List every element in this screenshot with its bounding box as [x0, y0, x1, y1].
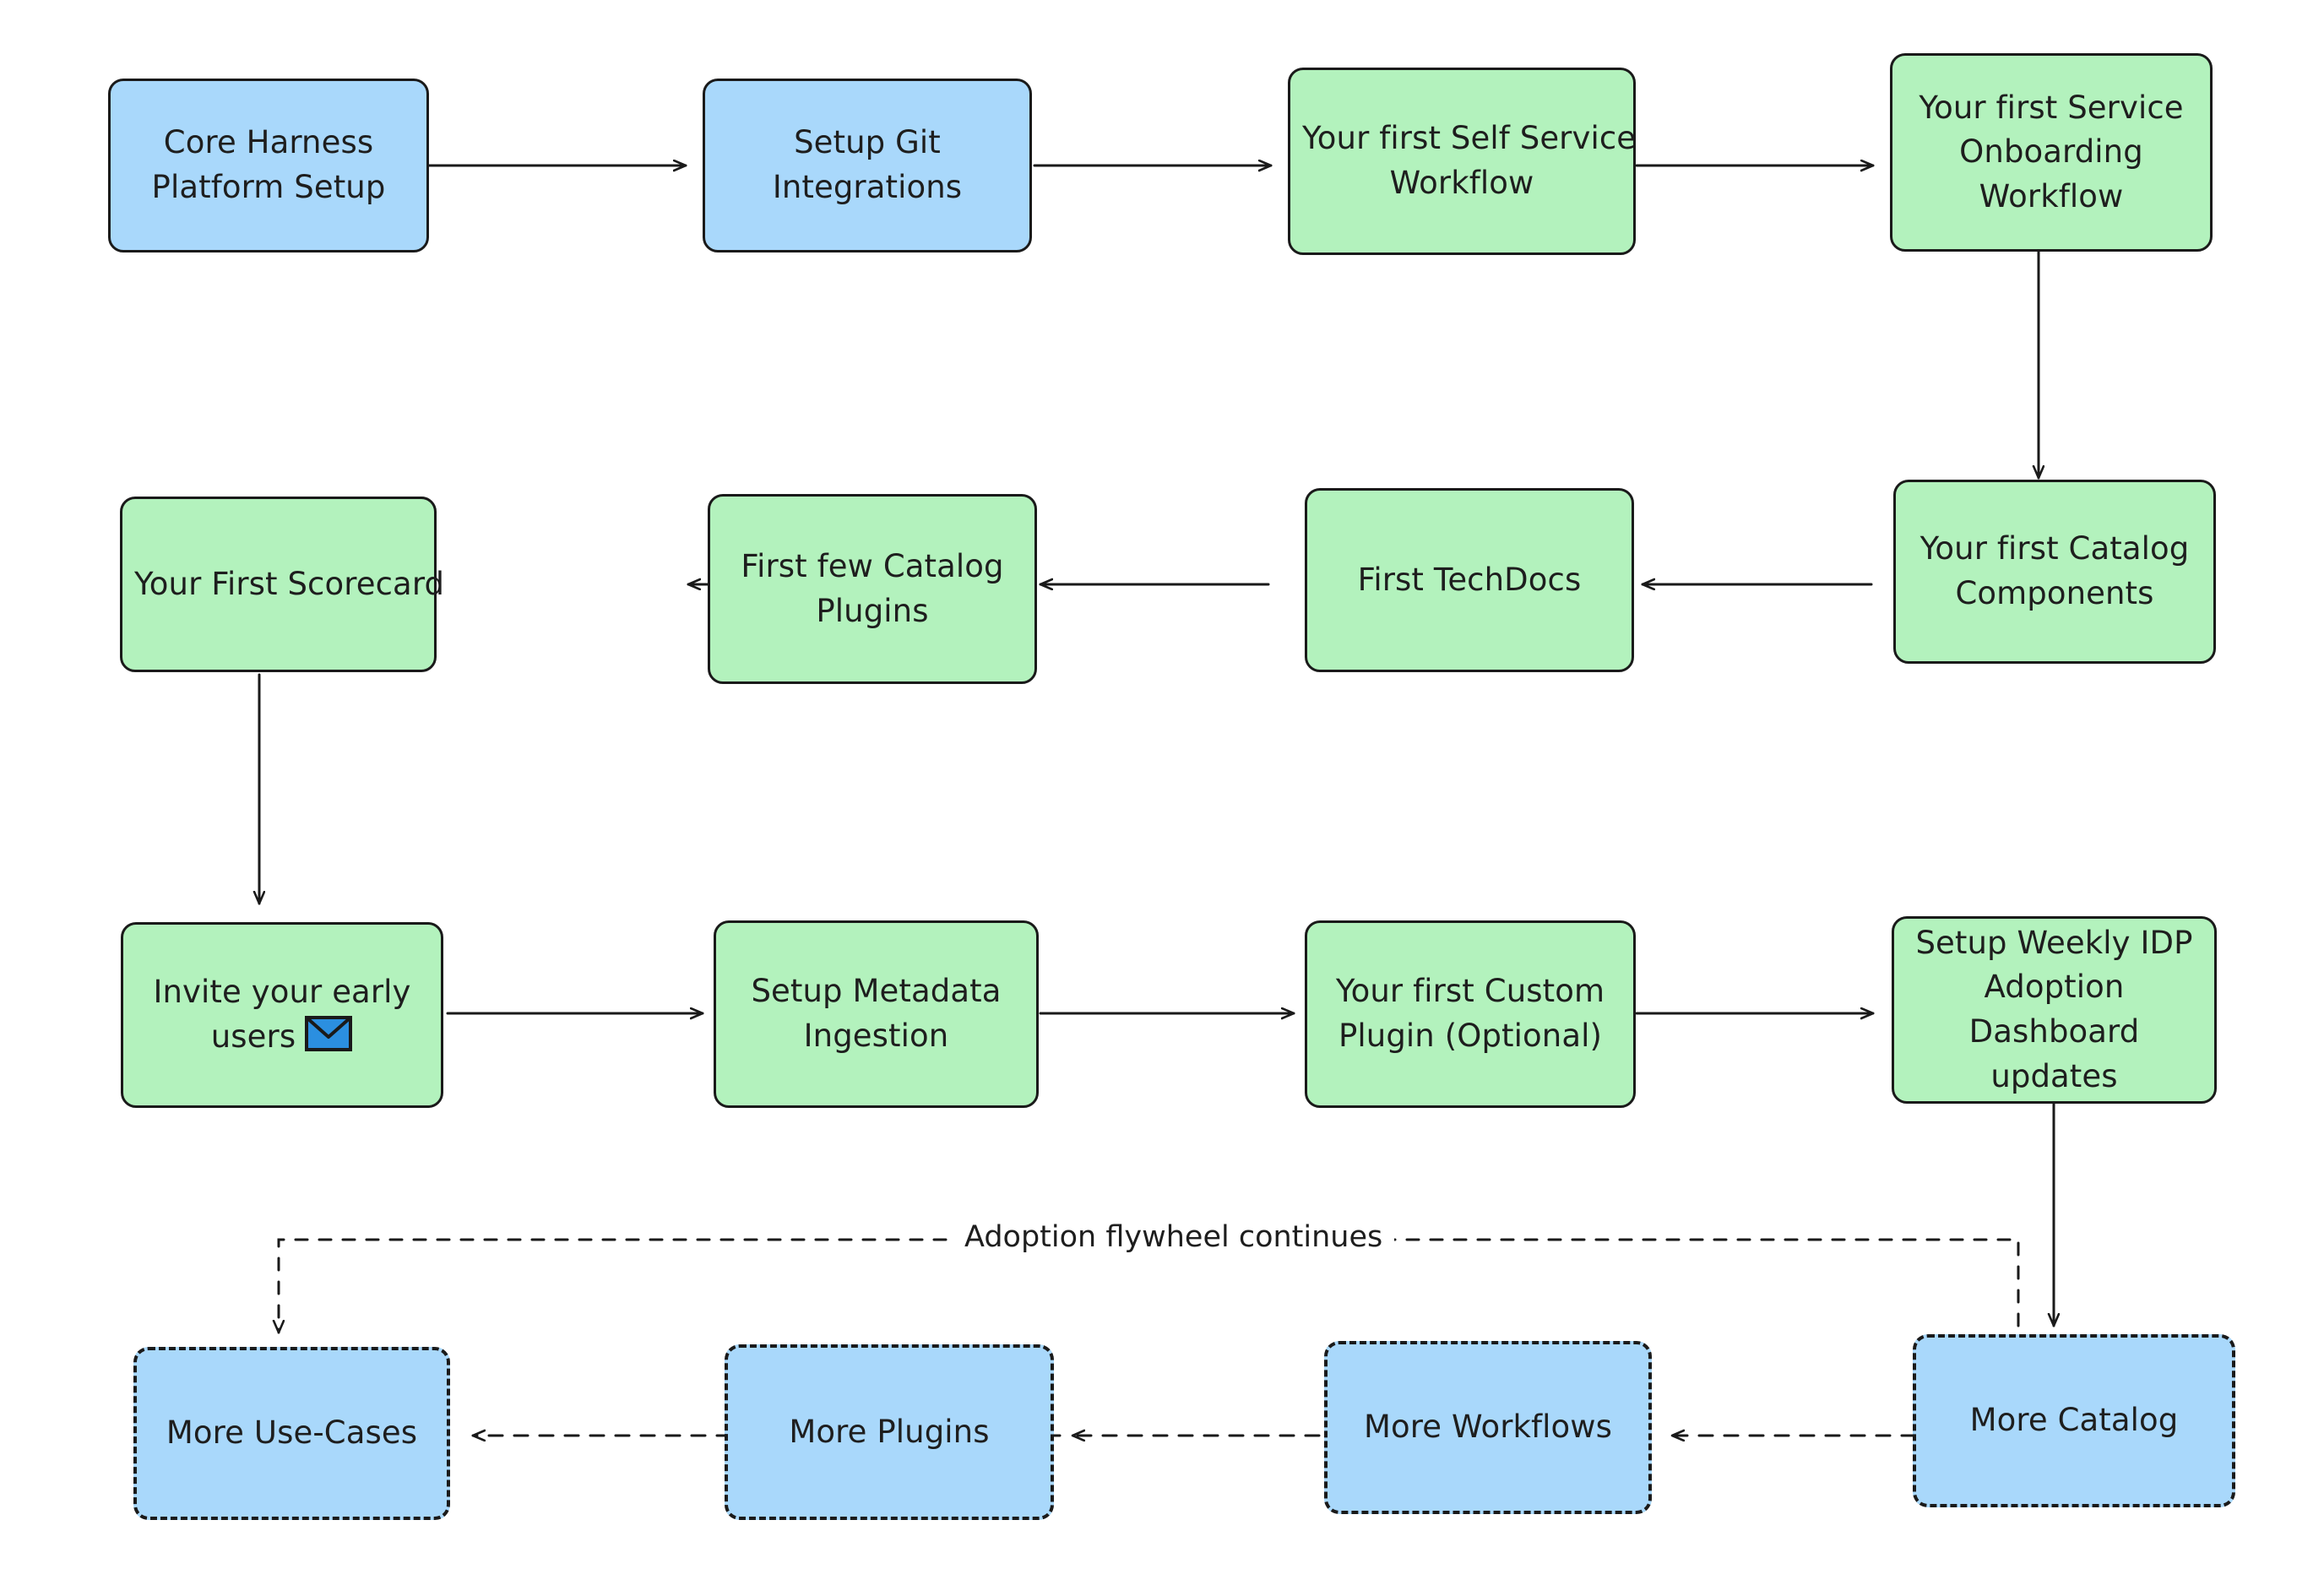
- node-label: Your First Scorecard: [134, 562, 444, 607]
- node-label: More Plugins: [740, 1410, 1039, 1455]
- node-line: Your first Catalog: [1919, 530, 2190, 567]
- node-your-first-service-onboarding-workflow[interactable]: Your first Service Onboarding Workflow: [1890, 53, 2213, 252]
- node-line: First few Catalog: [741, 547, 1004, 584]
- node-line: Platform Setup: [151, 169, 386, 205]
- node-label: More Workflows: [1339, 1405, 1637, 1450]
- node-label: Your first Service Onboarding Workflow: [1904, 86, 2198, 220]
- node-label: Core Harness Platform Setup: [122, 121, 415, 209]
- node-line: updates: [1990, 1057, 2118, 1094]
- node-label: Setup Metadata Ingestion: [728, 969, 1024, 1058]
- node-first-few-catalog-plugins[interactable]: First few Catalog Plugins: [708, 494, 1037, 684]
- envelope-icon: [304, 1015, 353, 1052]
- node-line: Workflow: [1389, 165, 1534, 201]
- node-line: Components: [1955, 575, 2154, 611]
- node-line: Setup Git: [794, 124, 941, 161]
- node-label: First few Catalog Plugins: [722, 545, 1023, 633]
- node-label: Your first Self Service Workflow: [1302, 117, 1636, 205]
- node-your-first-custom-plugin[interactable]: Your first Custom Plugin (Optional): [1305, 920, 1636, 1108]
- node-invite-your-early-users[interactable]: Invite your early users: [121, 922, 443, 1108]
- node-your-first-catalog-components[interactable]: Your first Catalog Components: [1893, 480, 2216, 664]
- node-your-first-scorecard[interactable]: Your First Scorecard: [120, 497, 444, 672]
- node-more-plugins[interactable]: More Plugins: [725, 1344, 1054, 1520]
- node-label: Setup Weekly IDP Adoption Dashboard upda…: [1906, 921, 2202, 1099]
- adoption-flywheel-label: Adoption flywheel continues: [953, 1223, 1395, 1252]
- node-line: Plugin (Optional): [1338, 1018, 1603, 1054]
- node-line: Plugins: [816, 592, 929, 629]
- node-more-catalog[interactable]: More Catalog: [1913, 1334, 2235, 1507]
- node-line: Workflow: [1979, 177, 2124, 214]
- node-more-use-cases[interactable]: More Use-Cases: [133, 1347, 450, 1520]
- node-setup-metadata-ingestion[interactable]: Setup Metadata Ingestion: [714, 920, 1039, 1108]
- node-label: First TechDocs: [1319, 558, 1620, 603]
- node-line: More Catalog: [1969, 1402, 2179, 1439]
- node-line: First TechDocs: [1357, 561, 1582, 598]
- node-line: Ingestion: [803, 1018, 949, 1054]
- node-label: More Catalog: [1928, 1398, 2220, 1443]
- node-label: Your first Catalog Components: [1908, 527, 2202, 616]
- node-label: Setup Git Integrations: [717, 121, 1018, 209]
- node-line: More Use-Cases: [166, 1414, 418, 1452]
- node-line: Setup Weekly IDP: [1915, 924, 2193, 961]
- node-line: Onboarding: [1959, 133, 2143, 171]
- node-first-techdocs[interactable]: First TechDocs: [1305, 488, 1634, 672]
- node-label: Your first Custom Plugin (Optional): [1319, 969, 1621, 1058]
- node-core-harness-platform-setup[interactable]: Core Harness Platform Setup: [108, 79, 429, 252]
- node-line: More Workflows: [1363, 1409, 1613, 1446]
- node-line: users: [210, 1018, 296, 1055]
- node-line: More Plugins: [789, 1413, 990, 1450]
- node-line: Invite your early: [153, 974, 411, 1011]
- node-your-first-self-service-workflow[interactable]: Your first Self Service Workflow: [1288, 68, 1636, 255]
- node-line: Your first Service: [1919, 89, 2184, 126]
- node-more-workflows[interactable]: More Workflows: [1324, 1341, 1652, 1514]
- node-line: Your First Scorecard: [134, 565, 445, 602]
- node-line: Your first Custom: [1335, 973, 1605, 1010]
- node-label: More Use-Cases: [149, 1411, 435, 1456]
- node-line: Core Harness: [163, 124, 374, 161]
- node-setup-git-integrations[interactable]: Setup Git Integrations: [703, 79, 1032, 252]
- node-setup-weekly-idp-adoption-dashboard-updates[interactable]: Setup Weekly IDP Adoption Dashboard upda…: [1892, 916, 2217, 1104]
- node-line: Integrations: [772, 169, 963, 205]
- node-label: Invite your early users: [135, 970, 429, 1059]
- node-line: Setup Metadata: [751, 973, 1002, 1010]
- node-line: Your first Self Service: [1302, 120, 1637, 157]
- node-line: Adoption Dashboard: [1968, 969, 2140, 1050]
